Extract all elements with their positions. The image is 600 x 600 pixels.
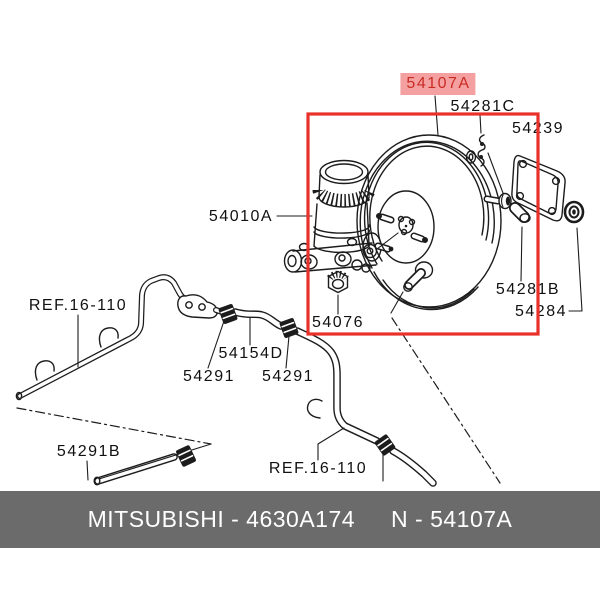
part-label-54291-right[interactable]: 54291 [262,368,314,385]
clamp-54291b [176,445,196,467]
part-label-54291b[interactable]: 54291B [56,443,122,460]
part-label-54154d[interactable]: 54154D [218,345,284,362]
banner-brand-code: MITSUBISHI - 4630A174 [87,506,356,532]
footer-banner: MITSUBISHI - 4630A174 N - 54107A [0,491,600,548]
part-label-54284[interactable]: 54284 [515,303,567,320]
ref-label-16-110-left[interactable]: REF.16-110 [28,297,128,314]
banner-part-code: N - 54107A [391,506,513,532]
parts-diagram-art [15,95,585,487]
ref-label-16-110-bottom[interactable]: REF.16-110 [268,460,368,477]
part-label-54107a-highlighted[interactable]: 54107A [400,73,476,95]
part-label-54281b[interactable]: 54281B [495,281,561,298]
part-label-54281c[interactable]: 54281C [450,98,516,115]
clamp-54291-left [218,304,238,324]
clamp-lower [374,434,396,456]
part-label-54239[interactable]: 54239 [512,120,564,137]
clamp-54291-right [279,318,299,338]
hose-54154d-drawing [231,308,285,330]
brake-booster-drawing [356,134,512,311]
grommet-54284-drawing [563,200,585,224]
part-label-54291-left[interactable]: 54291 [183,368,235,385]
nut-54076-drawing [327,270,349,294]
part-label-54010a[interactable]: 54010A [208,208,274,225]
hose-54291b-drawing [93,443,212,486]
part-label-54076[interactable]: 54076 [312,314,364,331]
lower-hose-drawing [293,327,437,487]
pin-54281b-drawing [509,202,531,223]
